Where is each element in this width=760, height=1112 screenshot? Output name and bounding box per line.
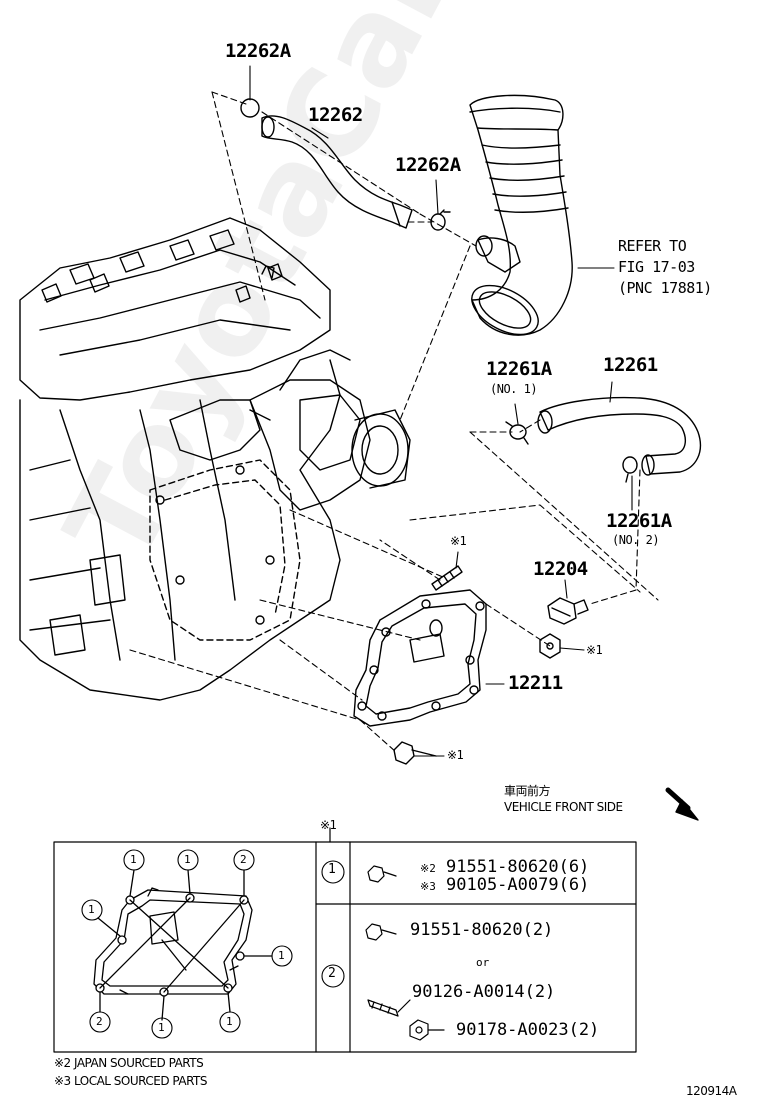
label-12261A-bottom: 12261A bbox=[606, 510, 672, 532]
table-row2-part-a: 91551-80620(2) bbox=[410, 920, 554, 940]
label-12211: 12211 bbox=[508, 672, 563, 694]
stud-bolt bbox=[431, 565, 463, 591]
table-row1-mark-2: ※3 bbox=[420, 880, 436, 893]
refer-line-2: FIG 17-03 bbox=[618, 258, 695, 276]
figure-code: 120914A bbox=[686, 1084, 737, 1098]
table-row1-mark-1: ※2 bbox=[420, 862, 436, 875]
label-12262A-mid: 12262A bbox=[395, 154, 461, 176]
footnote-japan-sourced: ※2 JAPAN SOURCED PARTS bbox=[54, 1056, 204, 1070]
inset-plate-drawing bbox=[93, 869, 273, 1021]
hose-12262 bbox=[240, 98, 451, 231]
label-star1-bolt: ※1 bbox=[447, 748, 464, 762]
label-12261A-top-sub: (NO. 1) bbox=[490, 382, 538, 396]
inset-marker: 2 bbox=[96, 1015, 103, 1028]
nut-part bbox=[539, 633, 561, 659]
inset-marker-circles bbox=[81, 849, 345, 1039]
hose-12261 bbox=[505, 396, 702, 483]
table-row1-key: 1 bbox=[328, 862, 336, 877]
label-star1-nut: ※1 bbox=[586, 643, 603, 657]
inset-marker: 1 bbox=[278, 949, 285, 962]
table-row1-part-1: 91551-80620(6) bbox=[446, 857, 590, 877]
label-star1-stud: ※1 bbox=[450, 534, 467, 548]
table-row1-part-2: 90105-A0079(6) bbox=[446, 875, 590, 895]
inset-marker: 1 bbox=[184, 853, 191, 866]
flange-bolt bbox=[393, 741, 437, 765]
engine-block-illustration bbox=[19, 217, 411, 701]
vehicle-front-jp: 車両前方 bbox=[504, 784, 551, 798]
separator-plate-12211 bbox=[353, 589, 487, 727]
label-12204: 12204 bbox=[533, 558, 588, 580]
table-row2-part-b: 90126-A0014(2) bbox=[412, 982, 556, 1002]
table-row2-key: 2 bbox=[328, 966, 336, 981]
vehicle-front-en: VEHICLE FRONT SIDE bbox=[504, 800, 623, 814]
inset-marker: 1 bbox=[88, 903, 95, 916]
label-12262: 12262 bbox=[308, 104, 363, 126]
inset-marker: 1 bbox=[130, 853, 137, 866]
pcv-valve-12204 bbox=[547, 597, 589, 625]
inset-marker: 1 bbox=[158, 1021, 165, 1034]
label-12262A-top: 12262A bbox=[225, 40, 291, 62]
table-star-label: ※1 bbox=[320, 818, 337, 832]
air-inlet-duct bbox=[469, 94, 573, 336]
table-row2-part-c: 90178-A0023(2) bbox=[456, 1020, 600, 1040]
footnote-local-sourced: ※3 LOCAL SOURCED PARTS bbox=[54, 1074, 208, 1088]
label-12261A-bottom-sub: (NO. 2) bbox=[612, 533, 660, 547]
inset-marker: 2 bbox=[240, 853, 247, 866]
inset-marker: 1 bbox=[226, 1015, 233, 1028]
table-fastener-icons bbox=[365, 865, 445, 1041]
label-12261A-top: 12261A bbox=[486, 358, 552, 380]
bolt-table-frame bbox=[53, 827, 637, 1053]
label-12261: 12261 bbox=[603, 354, 658, 376]
refer-line-3: (PNC 17881) bbox=[618, 279, 712, 297]
refer-line-1: REFER TO bbox=[618, 237, 687, 255]
vehicle-front-arrow bbox=[665, 787, 699, 821]
table-row2-or: or bbox=[476, 956, 490, 969]
